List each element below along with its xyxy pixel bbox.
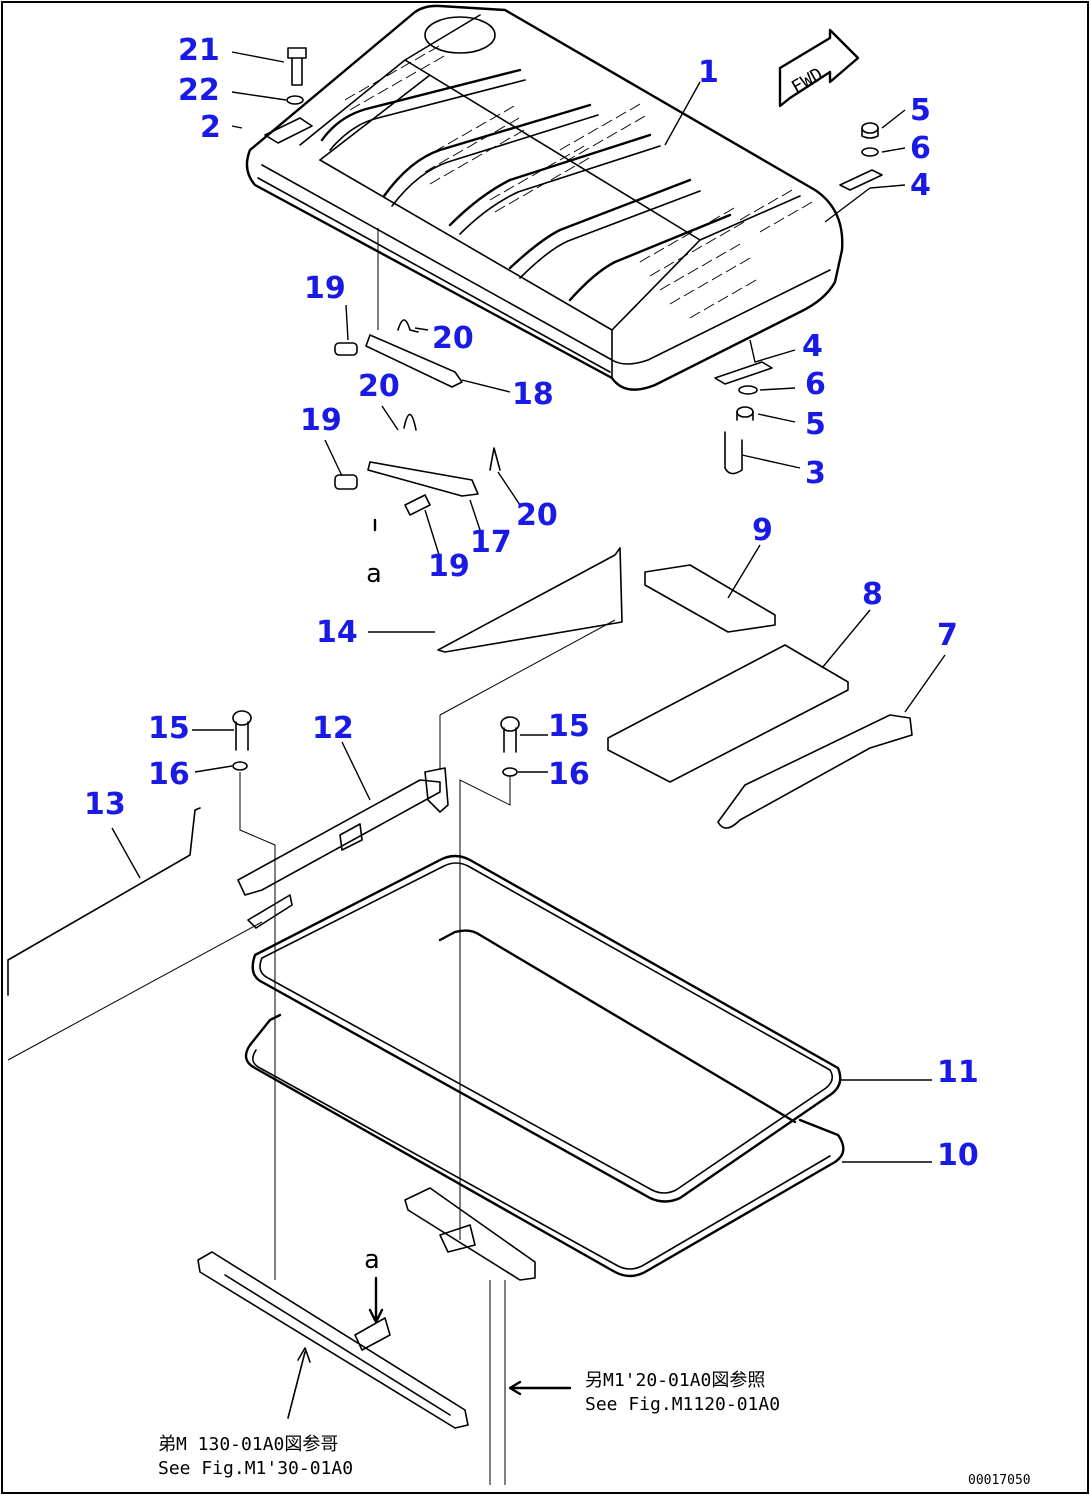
callout-20-b: 20 bbox=[358, 369, 400, 404]
note-left-jp: 弟M 130-01A0図参哥 bbox=[158, 1434, 338, 1455]
clip-20-b bbox=[403, 413, 417, 431]
callout-4-bottom: 4 bbox=[802, 329, 823, 364]
detail-mark-top: a bbox=[366, 559, 382, 589]
wire-13 bbox=[7, 807, 201, 996]
note-left-en: See Fig.M1'30-01A0 bbox=[158, 1458, 353, 1479]
fwd-arrow-icon: FWD bbox=[778, 28, 860, 108]
detail-arrow-bottom bbox=[368, 1276, 384, 1324]
seal-11 bbox=[251, 854, 842, 1203]
callout-6-bottom: 6 bbox=[805, 367, 826, 402]
callout-17: 17 bbox=[470, 525, 512, 560]
callout-11: 11 bbox=[937, 1055, 979, 1090]
wire-14 bbox=[437, 547, 623, 653]
roof-cover bbox=[245, 4, 844, 391]
callout-20-c: 20 bbox=[516, 498, 558, 533]
nut-5-bottom bbox=[736, 406, 754, 421]
wire-13-extension bbox=[7, 921, 263, 1061]
washer-16-left bbox=[232, 761, 248, 771]
nut-5-top bbox=[861, 122, 879, 139]
note-right-jp: 另M1'20-01A0図参照 bbox=[585, 1370, 765, 1391]
leader-lines bbox=[111, 51, 946, 1280]
rail-lower-right bbox=[404, 1187, 536, 1281]
callout-15-right: 15 bbox=[548, 709, 590, 744]
callout-13: 13 bbox=[84, 787, 126, 822]
frame-12 bbox=[237, 767, 449, 929]
callout-9: 9 bbox=[752, 513, 773, 548]
pad-8 bbox=[607, 644, 849, 783]
callout-19-c: 19 bbox=[428, 549, 470, 584]
plate-4-top bbox=[839, 169, 883, 191]
callout-22: 22 bbox=[178, 73, 220, 108]
callout-21: 21 bbox=[178, 33, 220, 68]
bolt-15-left bbox=[232, 710, 252, 751]
post bbox=[489, 1280, 506, 1485]
callout-1: 1 bbox=[698, 55, 719, 90]
callout-16-left: 16 bbox=[148, 757, 190, 792]
pin-19-b bbox=[334, 474, 358, 490]
u-bolt-3 bbox=[724, 431, 743, 475]
callout-14: 14 bbox=[316, 615, 358, 650]
ref-arrow-right bbox=[508, 1380, 572, 1396]
rail-7 bbox=[717, 714, 913, 829]
callout-6-top: 6 bbox=[910, 131, 931, 166]
callout-12: 12 bbox=[312, 711, 354, 746]
pin-19-c bbox=[404, 494, 431, 516]
fwd-label: FWD bbox=[788, 64, 827, 98]
callout-19-b: 19 bbox=[300, 403, 342, 438]
note-left: 弟M 130-01A0図参哥 See Fig.M1'30-01A0 bbox=[158, 1434, 353, 1479]
callout-20-a: 20 bbox=[432, 321, 474, 356]
callout-18: 18 bbox=[512, 377, 554, 412]
detail-mark-bottom: a bbox=[364, 1245, 380, 1275]
pad-9 bbox=[644, 564, 776, 633]
pin-19-a bbox=[334, 342, 358, 356]
callout-19-a: 19 bbox=[304, 271, 346, 306]
bolt-21 bbox=[287, 47, 307, 86]
washer-6-top bbox=[861, 147, 879, 157]
bolt-15-right bbox=[500, 716, 520, 753]
note-right: 另M1'20-01A0図参照 See Fig.M1120-01A0 bbox=[585, 1370, 780, 1415]
callouts: 21 22 2 1 5 6 4 19 20 18 4 6 5 3 20 19 1… bbox=[84, 33, 979, 1173]
callout-7: 7 bbox=[937, 618, 958, 653]
clip-20-a bbox=[397, 319, 419, 333]
callout-5-top: 5 bbox=[910, 93, 931, 128]
seal-10 bbox=[244, 929, 845, 1278]
washer-22 bbox=[286, 95, 304, 105]
callout-8: 8 bbox=[862, 577, 883, 612]
callout-2: 2 bbox=[200, 110, 221, 145]
plate-4-bottom bbox=[714, 361, 773, 385]
ref-arrow-left bbox=[287, 1347, 311, 1419]
drawing-code: 00017050 bbox=[968, 1473, 1031, 1488]
clip-20-c bbox=[489, 447, 501, 471]
rail-lower-left bbox=[197, 1251, 469, 1429]
callout-16-right: 16 bbox=[548, 757, 590, 792]
note-right-en: See Fig.M1120-01A0 bbox=[585, 1394, 780, 1415]
stay-18 bbox=[365, 334, 463, 388]
stay-17 bbox=[367, 461, 479, 497]
callout-5-bottom: 5 bbox=[805, 407, 826, 442]
callout-3: 3 bbox=[805, 456, 826, 491]
washer-16-right bbox=[502, 767, 518, 777]
washer-6-bottom bbox=[738, 385, 758, 395]
callout-15-left: 15 bbox=[148, 711, 190, 746]
callout-4-top: 4 bbox=[910, 168, 931, 203]
callout-10: 10 bbox=[937, 1138, 979, 1173]
